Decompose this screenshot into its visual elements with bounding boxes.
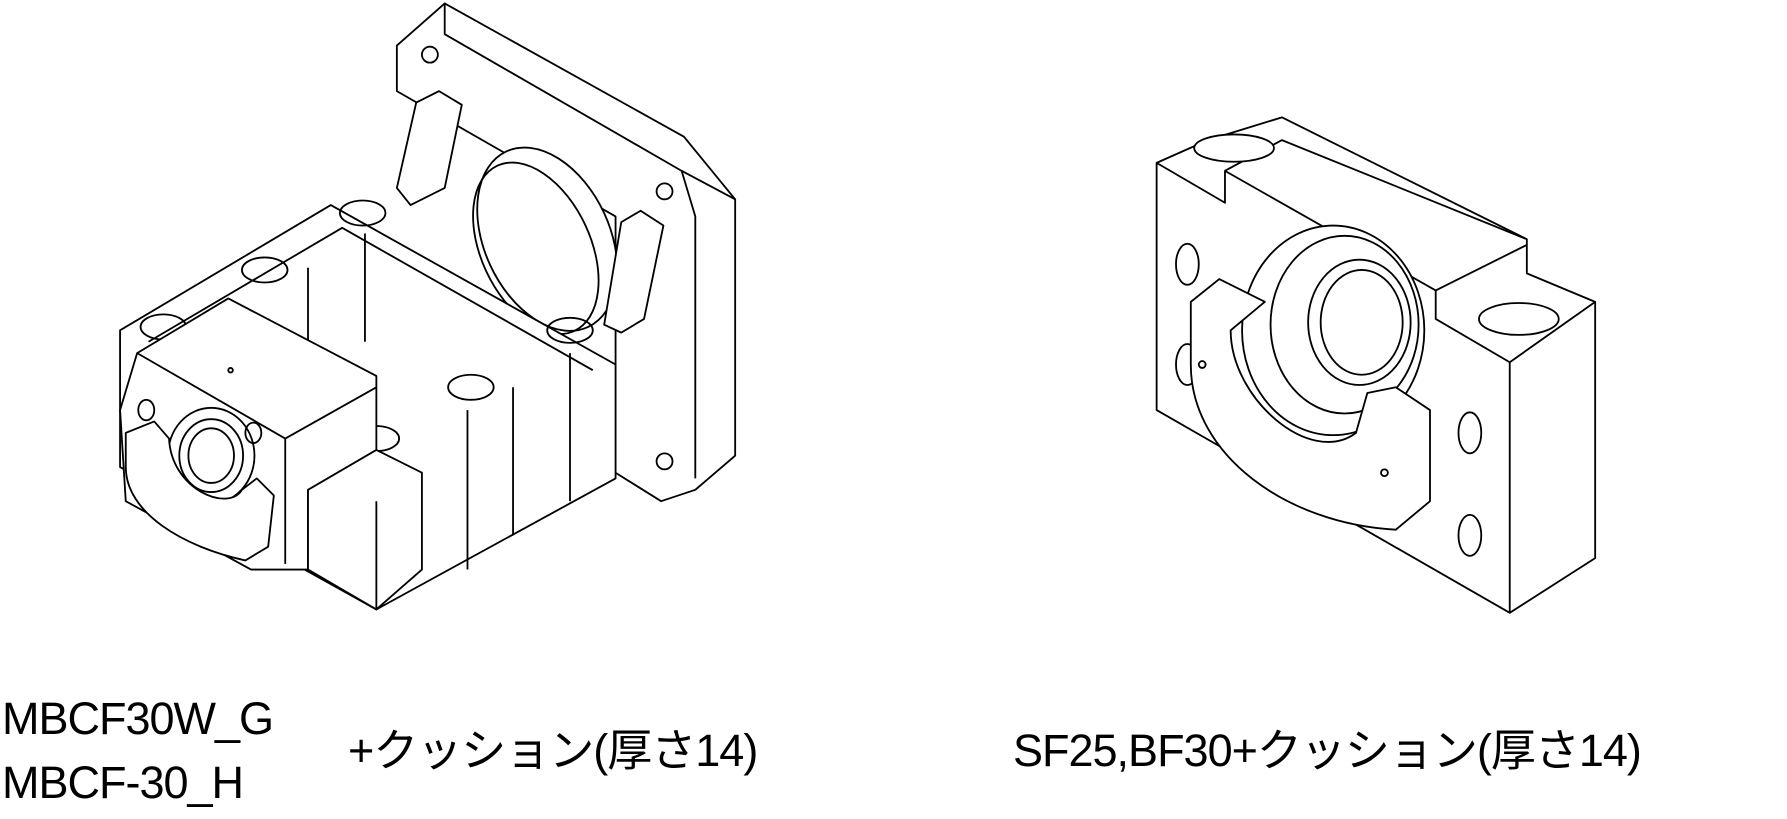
left-cushion-label: +クッション(厚さ14): [348, 725, 758, 776]
right-caption: SF25,BF30+クッション(厚さ14): [1013, 725, 1642, 776]
left-model-name-2: MBCF-30_H: [2, 757, 244, 808]
cushion: [1189, 278, 1431, 531]
cushion: [124, 420, 275, 562]
left-bracket-drawing: [119, 2, 737, 611]
right-bracket-drawing: [1155, 116, 1597, 614]
left-model-name-1: MBCF30W_G: [2, 693, 274, 744]
